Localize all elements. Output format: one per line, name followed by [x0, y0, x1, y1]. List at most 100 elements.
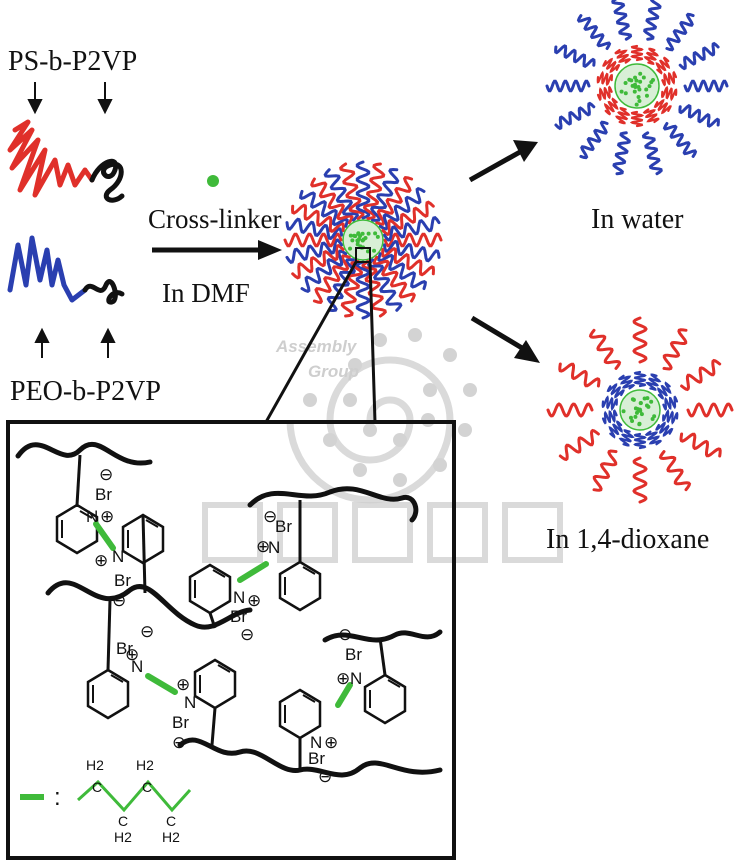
core-crosslink-dot: [638, 80, 642, 84]
n-7: N: [350, 669, 362, 688]
peo-collapsed-coil: [646, 432, 660, 445]
peo-collapsed-coil: [635, 372, 645, 386]
ps-corona-chain: [682, 361, 720, 390]
h2-2: H2: [136, 757, 154, 773]
core-crosslink-dot: [624, 81, 628, 85]
h2-4: H2: [162, 829, 180, 845]
crosslinker-legend: : H2 H2 H2 H2 C C C C: [20, 757, 190, 845]
core-crosslink-dot: [649, 400, 653, 404]
br-1: Br: [95, 485, 112, 504]
c-3: C: [118, 813, 128, 829]
peo-b-p2vp-arrows: [36, 330, 114, 358]
core-crosslink-dot: [356, 240, 360, 244]
core-crosslink-dot: [633, 83, 637, 87]
peo-collapsed-coil: [608, 385, 624, 397]
ps-collapsed-coil: [616, 50, 630, 63]
n-3: N: [268, 538, 280, 557]
core-crosslink-dot: [634, 79, 638, 83]
ps-corona-chain: [634, 318, 646, 362]
br-3: Br: [275, 517, 292, 536]
peo-corona-chain: [685, 81, 727, 91]
peo-collapsed-coil: [610, 422, 622, 437]
micelle-in-dmf: [285, 162, 441, 318]
ps-corona-chain: [591, 330, 620, 368]
peo-collapsed-coil: [663, 397, 677, 409]
core-crosslink-dot: [637, 88, 641, 92]
core-crosslink-dot: [644, 87, 648, 91]
ps-collapsed-coil: [655, 101, 670, 113]
ps-corona-chain: [560, 431, 598, 460]
n-1: N: [86, 507, 98, 526]
in-dmf-label: In DMF: [162, 278, 250, 308]
crosslink-bonds: [96, 524, 350, 705]
core-crosslink-dot: [649, 80, 653, 84]
micelle-in-water: [547, 0, 727, 174]
peo-collapsed-coil: [603, 397, 617, 408]
n-2: N: [112, 547, 124, 566]
cross-linker-arrow: [152, 240, 282, 260]
core-crosslink-dot: [367, 232, 371, 236]
peo-collapsed-coil: [663, 411, 677, 422]
core-crosslink-dot: [643, 397, 647, 401]
peo-corona-chain: [680, 44, 718, 69]
ps-collapsed-coil: [605, 99, 617, 114]
ps-b-p2vp-label: PS-b-P2VP: [8, 46, 137, 77]
core-crosslink-dot: [364, 236, 368, 240]
plus-8: ⊕: [324, 733, 338, 752]
core-crosslink-dot: [348, 247, 352, 251]
core-crosslink-dot: [630, 419, 634, 423]
ps-collapsed-coil: [598, 73, 612, 84]
br-6: Br: [172, 713, 189, 732]
chem-labels: ⊖ Br N ⊕ N ⊕ Br ⊖ ⊖ Br ⊕ N N ⊕ Br ⊖ ⊖ N …: [86, 465, 362, 786]
peo-corona-chain: [581, 122, 607, 158]
plus-1: ⊕: [100, 507, 114, 526]
core-crosslink-dot: [642, 76, 646, 80]
ps-b-p2vp-arrows: [29, 82, 111, 112]
peo-corona-chain: [556, 46, 595, 66]
watermark: Assembly Group: [205, 328, 560, 560]
core-crosslink-dot: [648, 84, 652, 88]
br-8: Br: [308, 749, 325, 768]
core-crosslink-dot: [372, 249, 376, 253]
peo-b-p2vp-chain: [10, 238, 122, 302]
peo-corona-chain: [644, 133, 662, 174]
peo-block: [10, 238, 85, 300]
peo-corona-chain: [614, 133, 629, 174]
core-crosslink-dot: [620, 90, 624, 94]
core-crosslink-dot: [639, 401, 643, 405]
p2vp-block-peo: [85, 282, 122, 303]
peo-corona-chain: [547, 81, 589, 91]
ps-corona-chain: [594, 451, 616, 490]
br-5: Br: [116, 639, 133, 658]
plus-4: ⊕: [247, 591, 261, 610]
minus-4: ⊖: [240, 625, 254, 644]
ps-b-p2vp-chain: [10, 122, 122, 200]
peo-corona-chain: [613, 0, 631, 39]
plus-2: ⊕: [94, 551, 108, 570]
ps-corona-chain: [560, 364, 599, 386]
core-crosslink-dot: [637, 95, 641, 99]
core-crosslink-dot: [633, 415, 637, 419]
br-2: Br: [114, 571, 131, 590]
watermark-line-2: Group: [308, 362, 359, 381]
core-crosslink-dot: [637, 99, 641, 103]
peo-corona-chain: [645, 0, 660, 39]
backbone-chains: [18, 444, 440, 775]
ps-collapsed-coil: [662, 88, 676, 99]
arrow-to-water: [470, 140, 538, 180]
ps-corona-chain: [661, 452, 690, 490]
ps-collapsed-coil: [617, 108, 629, 123]
core-crosslink-dot: [624, 91, 628, 95]
n-4: N: [233, 588, 245, 607]
minus-6: ⊖: [172, 733, 186, 752]
c-2: C: [142, 779, 152, 795]
ps-collapsed-coil: [632, 46, 642, 60]
peo-collapsed-coil: [657, 423, 673, 435]
ps-corona-chain: [548, 404, 592, 416]
ps-block: [10, 122, 92, 195]
watermark-line-1: Assembly: [275, 337, 358, 356]
br-7: Br: [345, 645, 362, 664]
br-4: Br: [230, 607, 247, 626]
core-crosslink-dot: [645, 94, 649, 98]
